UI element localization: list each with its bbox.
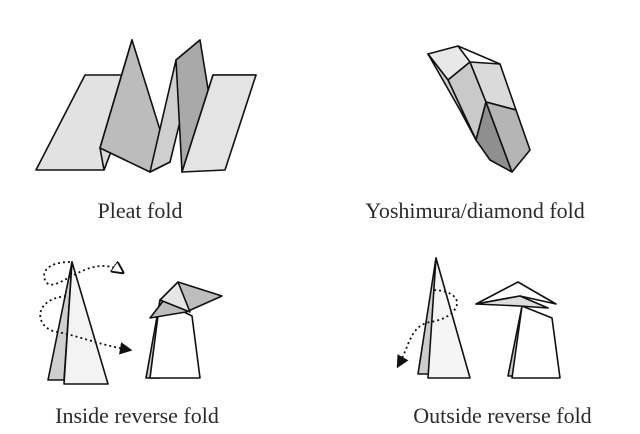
pleat-fold-caption: Pleat fold	[97, 198, 183, 223]
inside-reverse-fold-figure	[39, 261, 223, 385]
yoshimura-crease	[457, 45, 501, 65]
yoshimura-face-e	[485, 101, 531, 173]
inside-motion-arrow-bottom	[39, 295, 133, 355]
yoshimura-fold-caption: Yoshimura/diamond fold	[365, 198, 585, 223]
outside-result-body	[511, 305, 561, 379]
outside-reverse-fold-figure	[396, 257, 561, 379]
pleat-panel-7	[181, 74, 257, 173]
outside-reverse-fold-caption: Outside reverse fold	[413, 403, 592, 428]
yoshimura-fold-figure	[427, 45, 531, 173]
pleat-fold-figure	[35, 39, 257, 173]
outside-motion-arrow	[396, 289, 458, 369]
inside-tall-front	[63, 261, 109, 385]
inside-motion-arrow-top	[43, 261, 122, 286]
inside-reverse-fold-caption: Inside reverse fold	[55, 403, 219, 428]
yoshimura-face-f	[427, 53, 477, 141]
outside-tall-front	[427, 257, 471, 379]
outside-result-head-under	[475, 295, 549, 309]
inside-result-head-light	[159, 281, 191, 313]
